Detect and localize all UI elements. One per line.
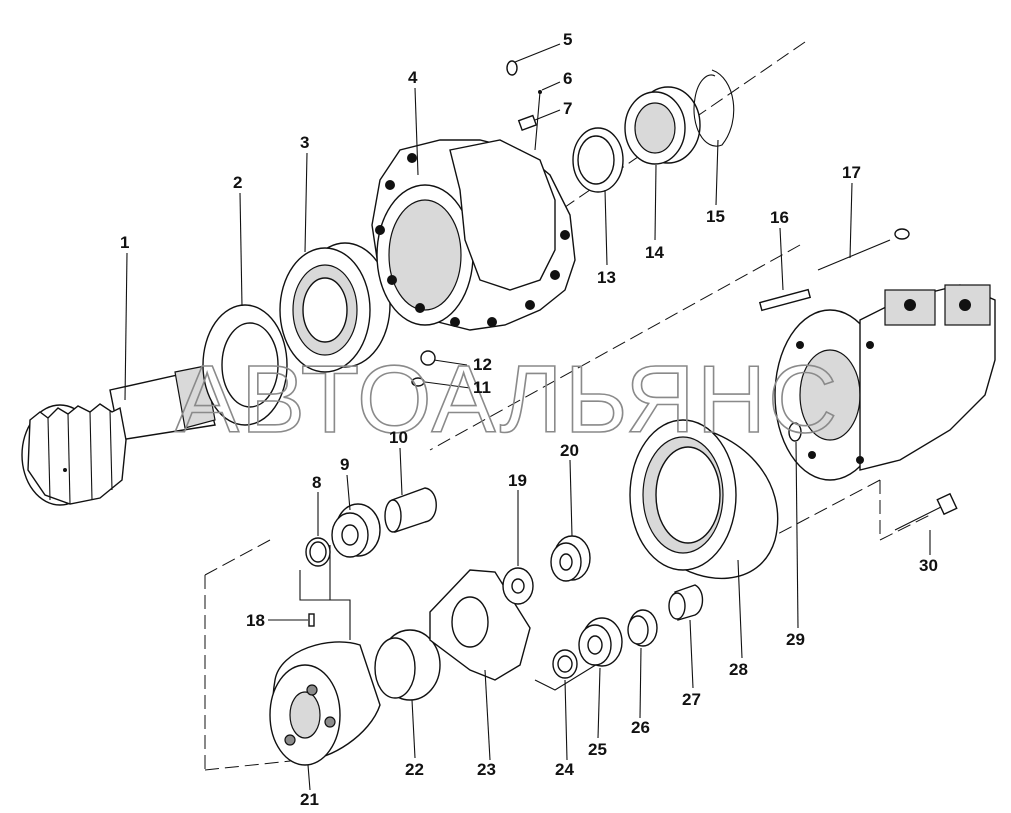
part-6-pin [534,90,542,151]
part-30-bolt [894,492,958,531]
callout-15: 15 [706,207,725,226]
callout-labels: 1 2 3 4 5 6 7 8 9 10 11 12 13 14 15 16 1… [120,30,938,809]
part-22-sun-gear [374,629,441,701]
part-5-plug [506,60,518,76]
part-4-hub-housing [371,139,576,331]
part-3-bearing [279,242,391,373]
travel-motor-assembly [774,284,996,481]
leader-lines [124,43,931,791]
callout-3: 3 [300,133,309,152]
callout-8: 8 [312,473,321,492]
callout-25: 25 [588,740,607,759]
part-9-planet-gear [331,503,381,558]
callout-14: 14 [645,243,664,262]
callout-27: 27 [682,690,701,709]
part-19-thrust-washer [502,567,534,605]
part-17-dipstick [817,228,910,271]
callout-21: 21 [300,790,319,809]
part-2-thrust-washer [202,304,288,426]
part-23-carrier-plate [429,569,531,681]
callout-10: 10 [389,428,408,447]
part-18-pin [308,613,315,627]
part-10-pin [384,487,437,533]
callout-12: 12 [473,355,492,374]
part-20-planet-gear [550,535,591,582]
callout-24: 24 [555,760,574,779]
callout-6: 6 [563,69,572,88]
part-8-snap-ring [305,537,331,567]
part-15-snap-ring [693,69,735,147]
callout-1: 1 [120,233,129,252]
part-28-ring-gear [629,419,779,580]
callout-26: 26 [631,718,650,737]
part-26-needle-bearing [627,609,658,647]
callout-30: 30 [919,556,938,575]
callout-23: 23 [477,760,496,779]
callout-13: 13 [597,268,616,287]
callout-9: 9 [340,455,349,474]
callout-18: 18 [246,611,265,630]
watermark-text: АВТОАЛЬЯНС [175,346,839,453]
part-7-key [517,114,538,131]
part-11-o-ring [411,377,425,387]
callout-2: 2 [233,173,242,192]
callout-7: 7 [563,99,572,118]
callout-20: 20 [560,441,579,460]
callout-11: 11 [473,378,491,397]
part-29-o-ring [788,422,802,442]
callout-4: 4 [408,68,418,87]
part-13-seal [572,127,624,193]
part-25-planet-gear [578,617,623,667]
callout-5: 5 [563,30,572,49]
part-14-bearing [624,86,701,165]
callout-19: 19 [508,471,527,490]
callout-16: 16 [770,208,789,227]
part-24-thrust-washer [552,649,578,679]
callout-29: 29 [786,630,805,649]
part-27-spacer [668,584,704,621]
part-21-planet-carrier [269,641,381,766]
callout-28: 28 [729,660,748,679]
part-16-pin [758,288,812,312]
part-12-plug [420,350,436,366]
callout-17: 17 [842,163,861,182]
callout-22: 22 [405,760,424,779]
